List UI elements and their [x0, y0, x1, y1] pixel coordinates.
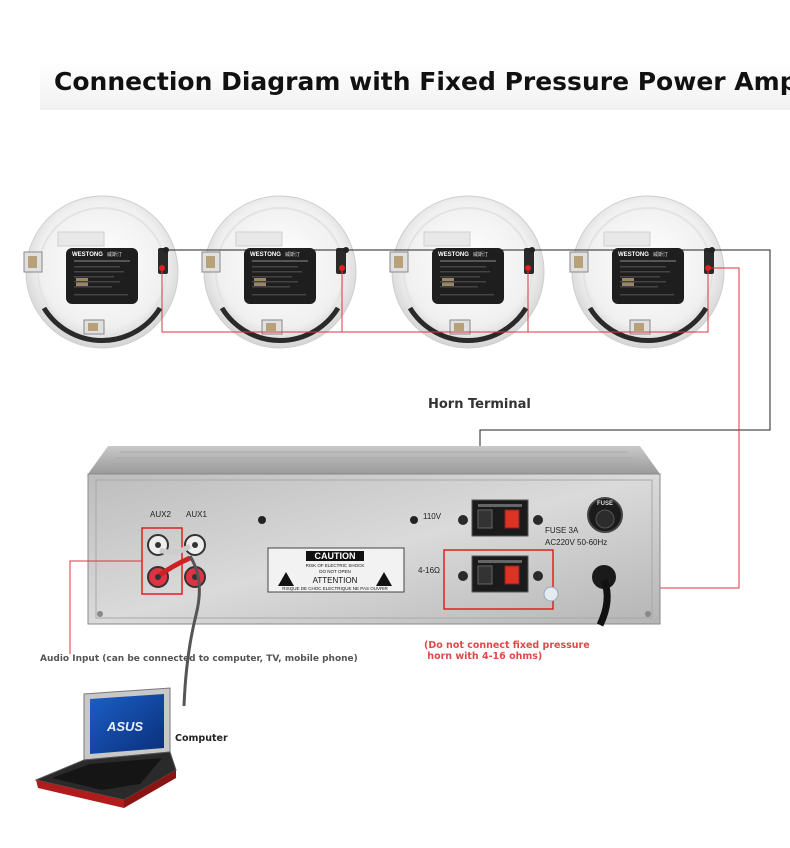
ohm-terminal-highlight [443, 549, 554, 610]
speaker-brand: WESTONG [72, 252, 103, 258]
speaker-brand: WESTONG [250, 252, 281, 258]
speaker-brand: WESTONG [618, 252, 649, 258]
speaker-terminal-dots [159, 247, 715, 271]
page-title: Connection Diagram with Fixed Pressure P… [40, 62, 790, 110]
warning-note-line1: (Do not connect fixed pressure [424, 640, 590, 651]
ceiling-speaker-2: WESTONG 威斯汀 [202, 196, 356, 348]
ac-rating-label: AC220V 50-60Hz [545, 538, 607, 547]
terminal-110v-label: 110V [423, 512, 442, 521]
audio-input-cables [69, 543, 201, 707]
power-amplifier [87, 446, 661, 625]
fuse-holder[interactable]: FUSE [587, 497, 623, 533]
laptop-screen-logo: ASUS [106, 719, 143, 734]
attention-text: ATTENTION [313, 576, 358, 585]
speaker-brand-suffix: 威斯汀 [473, 251, 488, 258]
attention-sub: RISQUE DE CHOC ELECTRIQUE NE PAS OUVRIR [282, 586, 388, 591]
caution-text: CAUTION [315, 551, 356, 561]
speaker-brand-suffix: 威斯汀 [653, 251, 668, 258]
terminal-110v[interactable] [471, 499, 529, 537]
audio-input-label: Audio Input (can be connected to compute… [40, 654, 358, 664]
speaker-brand: WESTONG [438, 252, 469, 258]
caution-label: CAUTION RISK OF ELECTRIC SHOCK DO NOT OP… [267, 547, 405, 593]
power-cord [592, 565, 616, 627]
laptop-computer: ASUS [34, 687, 177, 808]
aux1-label: AUX1 [186, 510, 207, 519]
fuse-cap-text: FUSE [597, 501, 613, 507]
horn-terminal-label: Horn Terminal [428, 397, 531, 412]
caution-sub1: RISK OF ELECTRIC SHOCK [306, 563, 365, 568]
speaker-brand-suffix: 威斯汀 [107, 251, 122, 258]
fuse-rating-label: FUSE 3A [545, 526, 579, 535]
warning-marker-icon [543, 586, 559, 602]
computer-label: Computer [175, 733, 228, 744]
ceiling-speaker-4: WESTONG 威斯汀 [570, 196, 724, 348]
warning-note: (Do not connect fixed pressure horn with… [424, 640, 590, 662]
aux1-white-jack[interactable] [184, 534, 206, 556]
caution-sub2: DO NOT OPEN [319, 569, 350, 574]
output-terminals: 110V 4-16Ω [418, 499, 559, 610]
ceiling-speaker-1: WESTONG 威斯汀 [24, 196, 178, 348]
ceiling-speaker-3: WESTONG 威斯汀 [390, 196, 544, 348]
aux2-label: AUX2 [150, 510, 171, 519]
terminal-4-16-ohm[interactable] [471, 555, 529, 593]
speaker-brand-suffix: 威斯汀 [285, 251, 300, 258]
warning-note-line2: horn with 4-16 ohms) [424, 651, 543, 662]
terminal-ohm-label: 4-16Ω [418, 566, 440, 575]
